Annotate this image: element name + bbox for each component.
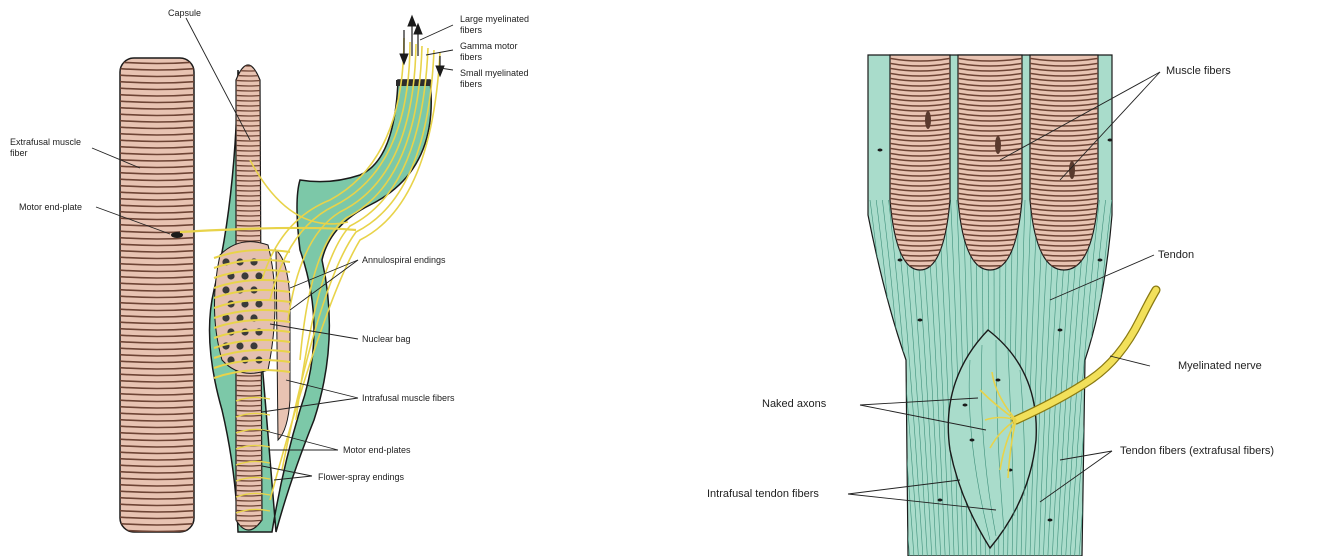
label-motor-endplates: Motor end-plates bbox=[343, 445, 411, 456]
intrafusal-fibers bbox=[214, 60, 290, 531]
label-gamma-motor: Gamma motor fibers bbox=[460, 41, 530, 63]
label-extrafusal: Extrafusal muscle fiber bbox=[10, 137, 100, 159]
label-tendon-fibers: Tendon fibers (extrafusal fibers) bbox=[1120, 445, 1274, 458]
golgi-muscle-fiber bbox=[956, 55, 1024, 271]
golgi-muscle-fiber bbox=[888, 55, 952, 271]
label-intrafusal: Intrafusal muscle fibers bbox=[362, 393, 455, 404]
extrafusal-fiber bbox=[118, 58, 196, 532]
label-intrafusal-tendon: Intrafusal tendon fibers bbox=[707, 488, 819, 501]
label-large-myelinated: Large myelinated fibers bbox=[460, 14, 540, 36]
label-capsule: Capsule bbox=[168, 8, 201, 19]
golgi-muscle-fiber bbox=[1028, 55, 1100, 271]
label-small-myelinated: Small myelinated fibers bbox=[460, 68, 540, 90]
label-nuclear-bag: Nuclear bag bbox=[362, 334, 411, 345]
label-annulospiral: Annulospiral endings bbox=[362, 255, 446, 266]
label-naked-axons: Naked axons bbox=[762, 398, 826, 411]
label-myelinated-nerve: Myelinated nerve bbox=[1178, 360, 1262, 373]
label-tendon: Tendon bbox=[1158, 249, 1194, 262]
label-muscle-fibers: Muscle fibers bbox=[1166, 65, 1231, 78]
label-motor-endplate: Motor end-plate bbox=[19, 202, 82, 213]
golgi-muscle-fibers bbox=[888, 55, 1100, 271]
label-flower-spray: Flower-spray endings bbox=[318, 472, 404, 483]
